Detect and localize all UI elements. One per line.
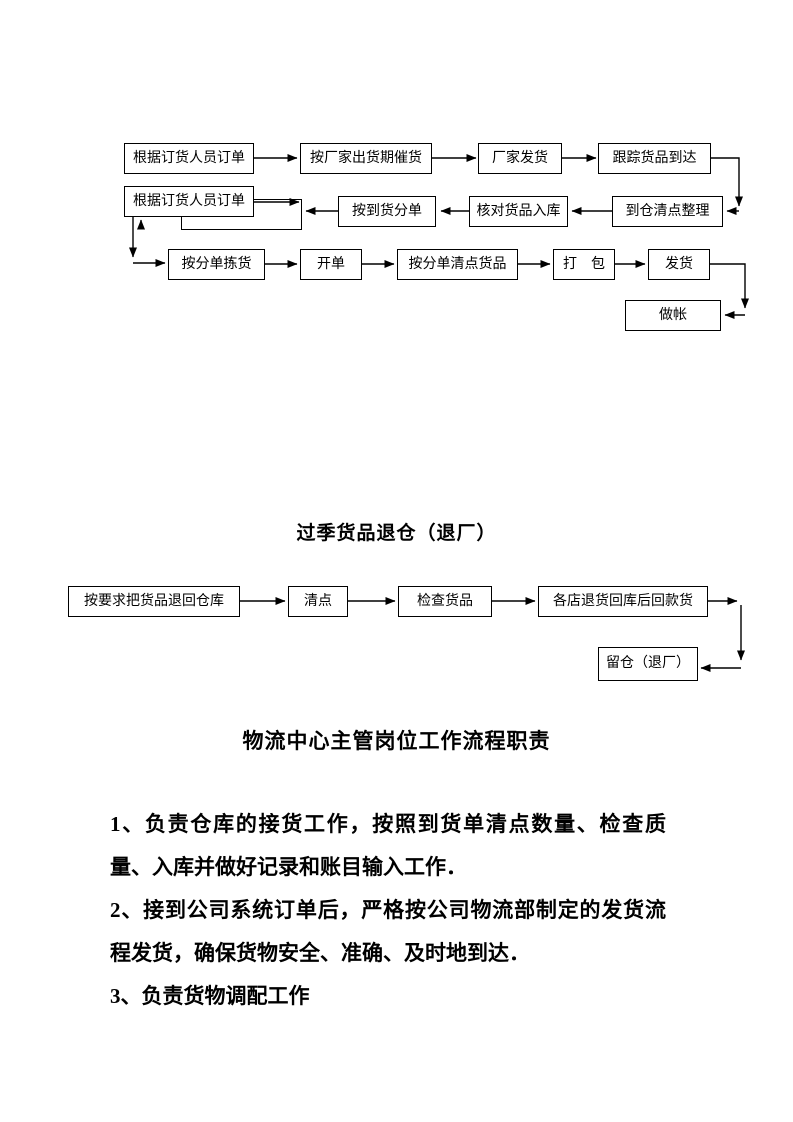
flow-box-label: 根据订货人员订单 [133, 150, 245, 166]
flow1-box-warehouse-checkin: 到仓清点整理 [612, 196, 723, 227]
flow-box-label: 按要求把货品退回仓库 [84, 593, 224, 609]
flow2-box-count: 清点 [288, 586, 348, 617]
flow-box-label: 开单 [317, 256, 345, 272]
flow1-box-order-from-buyer: 根据订货人员订单 [124, 143, 254, 174]
flow-box-label: 发货 [665, 256, 693, 272]
flow-box-label: 打 包 [563, 256, 605, 272]
flow1-box-count-by-list: 按分单清点货品 [397, 249, 518, 280]
flow-box-label: 按厂家出货期催货 [310, 150, 422, 166]
flow-box-label: 按分单拣货 [181, 256, 252, 272]
flow-box-label: 跟踪货品到达 [612, 150, 697, 166]
paragraph-2: 2、接到公司系统订单后，严格按公司物流部制定的发货流程发货，确保货物安全、准确、… [110, 898, 666, 965]
flow1-box-ship: 发货 [648, 249, 710, 280]
section3-heading: 物流中心主管岗位工作流程职责 [242, 729, 551, 753]
flow1-box-order-from-buyer-2: 根据订货人员订单 [124, 186, 254, 217]
flow-box-label: 按到货分单 [352, 203, 422, 219]
flow-box-label: 留仓（退厂） [606, 656, 690, 671]
flow1-box-sort-by-arrival: 按到货分单 [338, 196, 436, 227]
flow-box-label: 清点 [304, 593, 332, 609]
flow-box-label: 做帐 [659, 307, 687, 323]
paragraph-3: 3、负责货物调配工作 [110, 984, 310, 1008]
flow1-box-pack: 打 包 [553, 249, 615, 280]
section2-title: 过季货品退仓（退厂） [296, 523, 497, 544]
flow1-box-factory-ships: 厂家发货 [478, 143, 562, 174]
flow2-box-inspect-goods: 检查货品 [398, 586, 492, 617]
flow1-box-pick-by-list: 按分单拣货 [168, 249, 265, 280]
flow1-box-track-arrival: 跟踪货品到达 [598, 143, 711, 174]
flow1-box-verify-inbound: 核对货品入库 [469, 196, 568, 227]
flow-box-label: 各店退货回库后回款货 [553, 593, 693, 609]
paragraph-1: 1、负责仓库的接货工作，按照到货单清点数量、检查质量、入库并做好记录和账目输入工… [110, 812, 666, 879]
flow-box-label: 按分单清点货品 [408, 256, 507, 272]
flow-box-label: 厂家发货 [492, 150, 548, 166]
flow-box-label: 核对货品入库 [476, 203, 561, 219]
flow2-box-keep-or-return-factory: 留仓（退厂） [598, 647, 698, 681]
flow2-box-stores-return-refund: 各店退货回库后回款货 [538, 586, 708, 617]
flow-box-label: 检查货品 [417, 593, 473, 609]
flow1-box-bookkeeping: 做帐 [625, 300, 721, 331]
flow1-box-create-order: 开单 [300, 249, 362, 280]
duty-paragraphs: 1、负责仓库的接货工作，按照到货单清点数量、检查质量、入库并做好记录和账目输入工… [110, 803, 666, 1018]
flow-box-label: 到仓清点整理 [625, 203, 710, 219]
flow1-box-urge-factory-shipment: 按厂家出货期催货 [300, 143, 432, 174]
flow-box-label: 根据订货人员订单 [133, 193, 245, 209]
flow2-box-return-to-warehouse: 按要求把货品退回仓库 [68, 586, 240, 617]
